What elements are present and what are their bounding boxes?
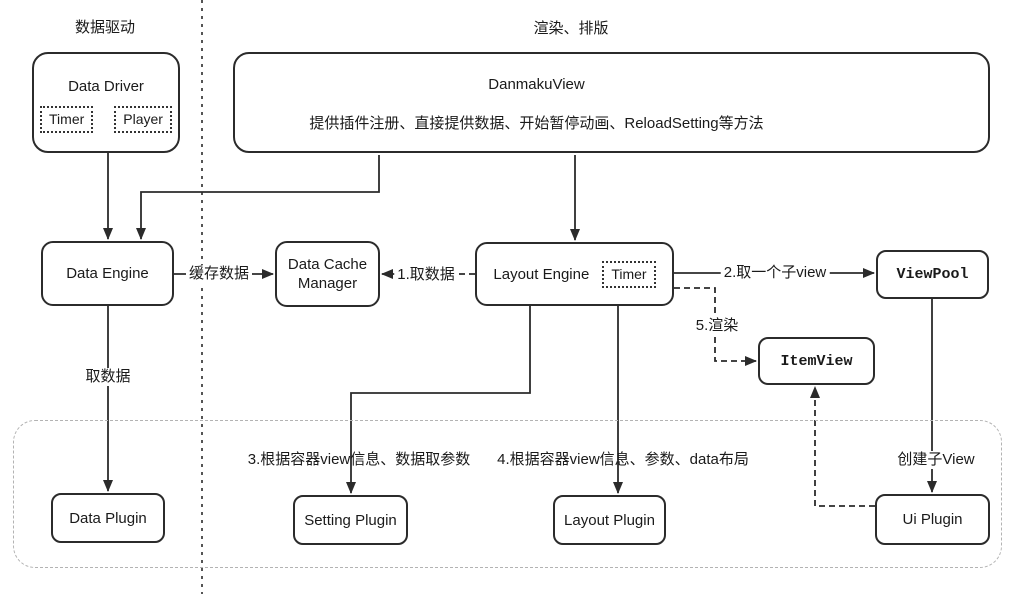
section-label-data-driven: 数据驱动	[74, 19, 136, 36]
node-data-engine: Data Engine	[41, 241, 174, 306]
edge-label-step4-layout: 4.根据容器view信息、参数、data布局	[497, 451, 749, 468]
edge-danmakuview-dataengine	[136, 155, 380, 240]
node-data-plugin: Data Plugin	[51, 493, 165, 543]
section-label-render-layout: 渲染、排版	[533, 20, 609, 37]
node-data-cache-manager: Data Cache Manager	[275, 241, 380, 307]
edge-label-step2-get-child-view: 2.取一个子view	[720, 264, 830, 282]
node-layout-plugin: Layout Plugin	[553, 495, 666, 545]
node-setting-plugin: Setting Plugin	[293, 495, 408, 545]
node-layout-engine: Layout Engine Timer	[475, 242, 674, 306]
edge-layoutengine-settingplugin	[346, 306, 531, 494]
node-layout-engine-title: Layout Engine	[493, 265, 590, 283]
node-data-driver: Data Driver Timer Player	[32, 52, 180, 153]
edge-label-cache-data: 缓存数据	[185, 265, 253, 283]
edge-label-create-child-view: 创建子View	[894, 451, 978, 469]
node-item-view: ItemView	[758, 337, 875, 385]
edge-label-step1-fetch-data: 1.取数据	[394, 266, 458, 284]
edge-uiplugin-itemview	[810, 386, 875, 507]
plugins-group-container	[13, 420, 1002, 568]
edge-label-step3-get-params: 3.根据容器view信息、数据取参数	[247, 451, 471, 468]
node-danmaku-view: DanmakuView 提供插件注册、直接提供数据、开始暂停动画、ReloadS…	[233, 52, 990, 153]
node-ui-plugin: Ui Plugin	[875, 494, 990, 545]
timer-chip: Timer	[40, 106, 94, 133]
edge-layoutengine-itemview	[674, 287, 757, 366]
node-danmaku-view-title: DanmakuView	[488, 76, 585, 93]
edge-label-step5-render: 5.渲染	[692, 317, 742, 335]
edge-label-fetch-data: 取数据	[82, 368, 134, 386]
layout-engine-timer-chip: Timer	[602, 260, 656, 288]
data-driver-chips: Timer Player	[40, 106, 172, 133]
player-chip: Player	[114, 106, 172, 133]
node-view-pool: ViewPool	[876, 250, 989, 299]
node-data-driver-title: Data Driver	[68, 78, 144, 95]
node-danmaku-view-description: 提供插件注册、直接提供数据、开始暂停动画、ReloadSetting等方法	[309, 115, 764, 132]
